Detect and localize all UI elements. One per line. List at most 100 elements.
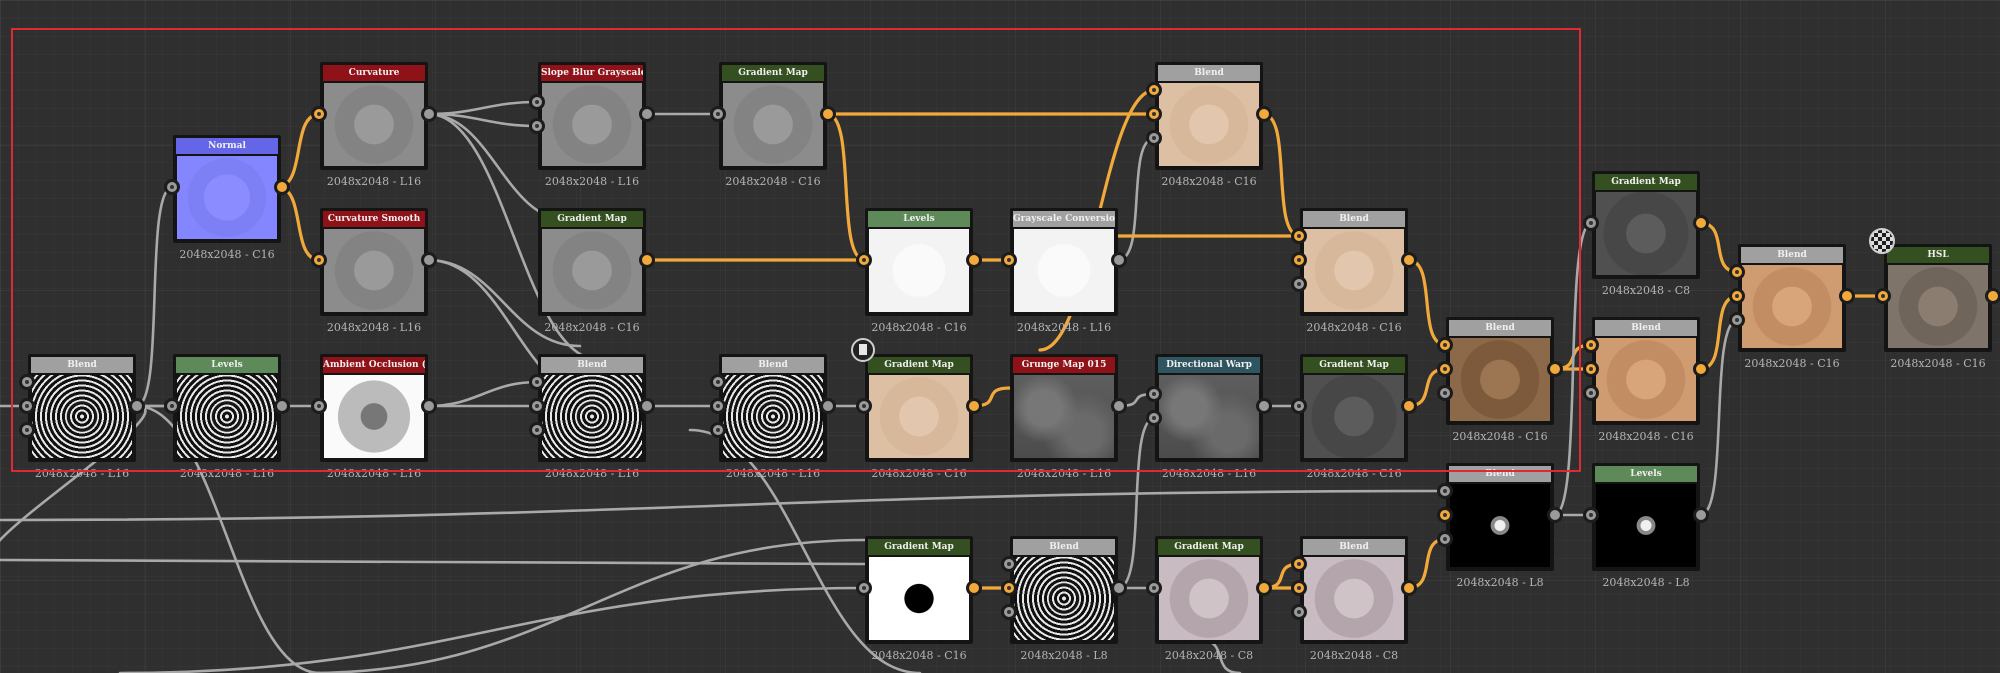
input-port[interactable] [1583,507,1599,523]
output-port[interactable] [421,398,437,414]
wire-11[interactable] [426,258,582,348]
input-port[interactable] [1001,580,1017,596]
input-port[interactable] [1583,385,1599,401]
input-port[interactable] [1437,337,1453,353]
output-port[interactable] [639,398,655,414]
output-port[interactable] [1256,398,1272,414]
input-port[interactable] [1437,507,1453,523]
wire-41[interactable] [308,538,867,673]
wire-50[interactable] [1698,318,1740,517]
input-port[interactable] [710,398,726,414]
output-port[interactable] [1693,361,1709,377]
input-port[interactable] [19,398,35,414]
output-port[interactable] [1111,252,1127,268]
input-port[interactable] [164,179,180,195]
output-port[interactable] [1401,398,1417,414]
input-port[interactable] [1291,604,1307,620]
output-port[interactable] [1547,507,1563,523]
input-port[interactable] [19,374,35,390]
input-port[interactable] [529,94,545,110]
input-port[interactable] [1437,361,1453,377]
output-port[interactable] [421,252,437,268]
output-port[interactable] [1111,580,1127,596]
output-port[interactable] [1256,580,1272,596]
output-port[interactable] [1985,288,2000,304]
input-port[interactable] [529,118,545,134]
input-port[interactable] [1146,130,1162,146]
input-port[interactable] [1291,228,1307,244]
input-port[interactable] [1001,604,1017,620]
input-port[interactable] [1437,531,1453,547]
input-port[interactable] [1001,556,1017,572]
wire-3[interactable] [426,112,540,128]
input-port[interactable] [710,374,726,390]
input-port[interactable] [1437,483,1453,499]
input-port[interactable] [1291,556,1307,572]
input-port[interactable] [710,422,726,438]
input-port[interactable] [1146,410,1162,426]
input-port[interactable] [1291,580,1307,596]
input-port[interactable] [1001,252,1017,268]
input-port[interactable] [1146,580,1162,596]
output-port[interactable] [274,398,290,414]
input-port[interactable] [1583,361,1599,377]
node-ao[interactable]: Ambient Occlusion (HBAO)2048x2048 - L16 [311,354,437,480]
wire-40[interactable] [0,489,1448,522]
wire-28[interactable] [0,404,147,562]
wire-14[interactable] [1116,136,1157,262]
input-port[interactable] [1729,312,1745,328]
input-port[interactable] [856,580,872,596]
output-port[interactable] [1693,507,1709,523]
output-port[interactable] [1401,580,1417,596]
wire-49[interactable] [1552,221,1594,517]
input-port[interactable] [164,398,180,414]
input-port[interactable] [1437,385,1453,401]
input-port[interactable] [856,252,872,268]
comment-icon[interactable] [851,338,875,362]
output-port[interactable] [966,580,982,596]
output-port[interactable] [1401,252,1417,268]
output-port[interactable] [1839,288,1855,304]
output-port[interactable] [1693,215,1709,231]
input-port[interactable] [1875,288,1891,304]
wire-39[interactable] [118,586,867,673]
wire-44[interactable] [1116,416,1157,590]
output-port[interactable] [1547,361,1563,377]
output-port[interactable] [129,398,145,414]
input-port[interactable] [1729,264,1745,280]
output-port[interactable] [274,179,290,195]
output-port[interactable] [966,398,982,414]
wire-38[interactable] [0,558,867,566]
input-port[interactable] [19,422,35,438]
bake-output-icon[interactable] [1869,228,1895,254]
input-port[interactable] [1291,398,1307,414]
input-port[interactable] [311,252,327,268]
input-port[interactable] [1583,215,1599,231]
wire-5[interactable] [426,112,602,362]
input-port[interactable] [311,106,327,122]
output-port[interactable] [820,106,836,122]
input-port[interactable] [529,398,545,414]
wire-29[interactable] [134,404,322,673]
input-port[interactable] [1291,252,1307,268]
output-port[interactable] [639,106,655,122]
output-port[interactable] [421,106,437,122]
